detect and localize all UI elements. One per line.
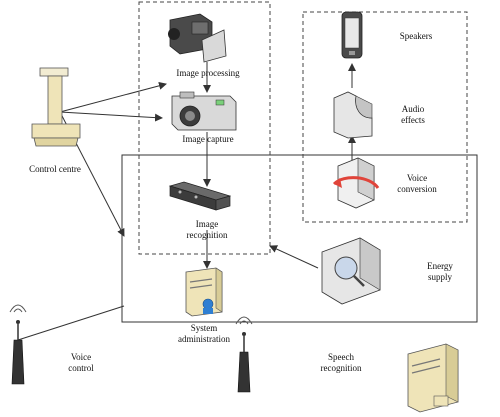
voice-conversion-icon — [332, 157, 380, 209]
label-control-centre: Control centre — [29, 164, 81, 174]
admin-server-icon — [185, 267, 223, 317]
arrow-control-to-processing — [59, 81, 167, 113]
label-image-recognition: Image recognition — [186, 219, 228, 240]
label-speakers: Speakers — [399, 31, 433, 41]
arrow-energy-to-frame — [269, 245, 319, 269]
label-speech-recognition: Speech recognition — [320, 352, 362, 373]
voice-antenna-icon — [9, 304, 27, 385]
label-voice-control: Voice control — [68, 352, 94, 373]
speech-antenna-icon — [235, 316, 253, 393]
label-image-capture: Image capture — [182, 134, 234, 144]
speech-server-icon — [407, 343, 459, 413]
audio-effects-icon — [333, 91, 373, 139]
motion-sensor-icon — [168, 181, 232, 211]
label-energy-supply: Energy supply — [427, 261, 453, 282]
label-image-processing: Image processing — [176, 68, 240, 78]
label-voice-conversion: Voice conversion — [397, 173, 437, 194]
system-frame — [121, 154, 478, 323]
camera-icon — [171, 91, 237, 131]
energy-supply-icon — [321, 237, 381, 305]
camcorder-icon — [168, 13, 227, 63]
speakers-icon — [341, 11, 363, 59]
label-system-administration: System administration — [178, 323, 230, 344]
image-module-frame — [138, 1, 271, 255]
arrow-control-to-capture — [59, 111, 163, 122]
label-audio-effects: Audio effects — [401, 104, 425, 125]
audio-module-frame — [302, 11, 468, 223]
line-voice-to-frame — [17, 305, 125, 341]
control-centre-icon — [31, 67, 81, 147]
